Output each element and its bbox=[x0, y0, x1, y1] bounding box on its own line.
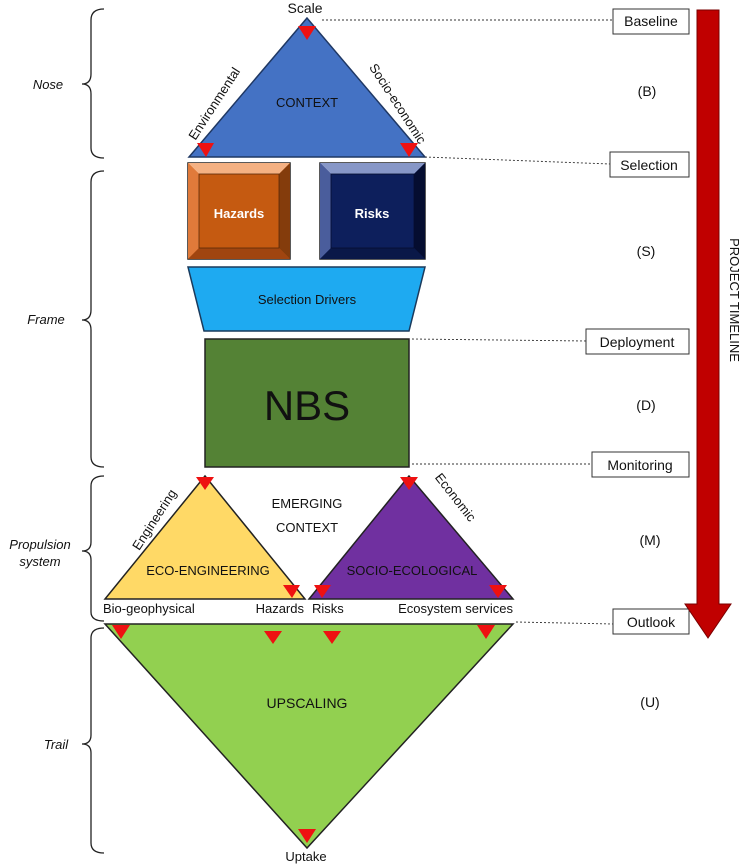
stage-monitoring-label: Monitoring bbox=[607, 457, 672, 473]
stage-selection-label: Selection bbox=[620, 157, 678, 173]
section-trail: Trail bbox=[44, 737, 69, 752]
marker-triangle bbox=[400, 477, 418, 490]
context-title: CONTEXT bbox=[276, 95, 338, 110]
timeline-label: PROJECT TIMELINE bbox=[727, 238, 742, 362]
upscaling-triangle bbox=[103, 623, 515, 850]
eco-engineering-triangle bbox=[103, 474, 307, 600]
propulsion-hazards-label: Hazards bbox=[256, 601, 305, 616]
marker-triangle bbox=[489, 585, 507, 598]
stage-outlook: Outlook bbox=[612, 608, 690, 635]
connector-selection bbox=[424, 156, 611, 165]
timeline-arrow bbox=[684, 9, 732, 639]
brace-frame bbox=[81, 170, 105, 468]
socio-ecological-label: SOCIO-ECOLOGICAL bbox=[347, 563, 478, 578]
emerging-context-line2: CONTEXT bbox=[276, 520, 338, 535]
stage-deployment: Deployment bbox=[585, 328, 690, 355]
propulsion-risks-label: Risks bbox=[312, 601, 344, 616]
phase-m: (M) bbox=[640, 532, 661, 548]
marker-triangle bbox=[283, 585, 300, 598]
marker-triangle bbox=[477, 625, 495, 639]
marker-triangle bbox=[323, 631, 341, 644]
marker-triangle bbox=[196, 477, 214, 490]
nbs-label: NBS bbox=[264, 382, 350, 429]
section-propulsion-line2: system bbox=[19, 554, 60, 569]
risks-box bbox=[319, 162, 426, 260]
marker-triangle bbox=[112, 625, 130, 639]
marker-triangle bbox=[298, 26, 316, 40]
uptake-label: Uptake bbox=[285, 849, 326, 864]
bio-geophysical-label: Bio-geophysical bbox=[103, 601, 195, 616]
hazards-label: Hazards bbox=[214, 206, 265, 221]
upscaling-label: UPSCALING bbox=[267, 695, 348, 711]
stage-selection: Selection bbox=[609, 151, 690, 178]
connector-outlook bbox=[515, 621, 614, 625]
brace-nose bbox=[81, 8, 105, 159]
stage-monitoring: Monitoring bbox=[591, 451, 690, 478]
phase-s: (S) bbox=[637, 243, 656, 259]
hazards-box bbox=[187, 162, 291, 260]
phase-d: (D) bbox=[636, 397, 655, 413]
marker-triangle bbox=[298, 829, 316, 843]
stage-baseline-label: Baseline bbox=[624, 13, 678, 29]
selection-drivers-trapezoid bbox=[187, 266, 426, 332]
nbs-box bbox=[204, 338, 410, 468]
section-propulsion-line1: Propulsion bbox=[9, 537, 70, 552]
marker-triangle bbox=[197, 143, 214, 157]
stage-baseline: Baseline bbox=[612, 8, 690, 35]
phase-b: (B) bbox=[638, 83, 657, 99]
emerging-context-line1: EMERGING bbox=[272, 496, 343, 511]
stage-outlook-label: Outlook bbox=[627, 614, 676, 630]
phase-u: (U) bbox=[640, 694, 659, 710]
context-triangle bbox=[187, 16, 427, 158]
marker-triangle bbox=[314, 585, 331, 598]
context-scale-label: Scale bbox=[287, 0, 322, 16]
section-frame: Frame bbox=[27, 312, 65, 327]
connector-deployment bbox=[411, 338, 587, 342]
marker-triangle bbox=[264, 631, 282, 644]
stage-deployment-label: Deployment bbox=[600, 334, 675, 350]
socio-ecological-triangle bbox=[307, 474, 515, 600]
risks-label: Risks bbox=[355, 206, 390, 221]
selection-drivers-label: Selection Drivers bbox=[258, 292, 357, 307]
brace-propulsion bbox=[81, 475, 105, 622]
marker-triangle bbox=[400, 143, 418, 157]
ecosystem-services-label: Ecosystem services bbox=[398, 601, 513, 616]
section-nose: Nose bbox=[33, 77, 63, 92]
brace-trail bbox=[81, 627, 105, 854]
eco-engineering-label: ECO-ENGINEERING bbox=[146, 563, 270, 578]
